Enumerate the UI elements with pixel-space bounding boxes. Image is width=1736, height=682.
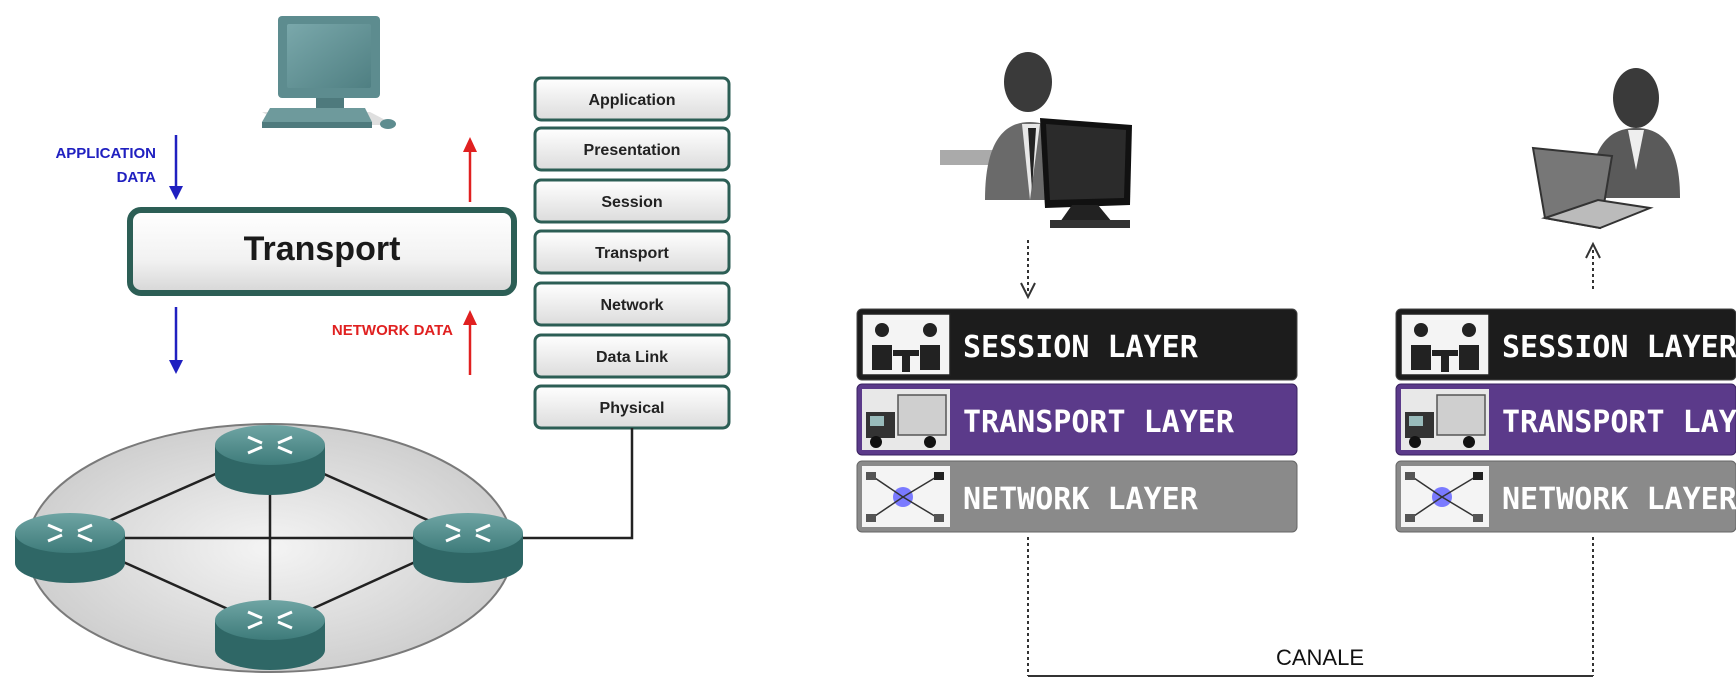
down-arrow-icon: [1020, 282, 1036, 300]
user-with-laptop-icon: [1531, 68, 1680, 230]
right-layer-stack: SESSION LAYER TRANSPORT LAYER NETWORK LA…: [1395, 308, 1736, 533]
network-hub-icon: [862, 466, 950, 527]
router-icon: [215, 600, 325, 670]
left-layer-stack: SESSION LAYER TRANSPORT LAYER NETWORK: [856, 308, 1298, 533]
right-network-label: NETWORK LAYER: [1502, 482, 1736, 517]
left-session-label: SESSION LAYER: [963, 330, 1199, 365]
osi-layer-session: [533, 178, 731, 224]
osi-layer-presentation-label: Presentation: [584, 142, 681, 159]
osi-layer-application: [533, 76, 731, 122]
osi-layer-session-label: Session: [601, 194, 662, 211]
osi-layer-network: [533, 281, 731, 327]
router-icon: [215, 425, 325, 495]
up-arrow-icon: [463, 137, 477, 202]
application-data-label-line1: APPLICATION: [55, 145, 156, 162]
network-data-label: NETWORK DATA: [332, 322, 453, 339]
osi-layer-data-link-label: Data Link: [596, 349, 668, 366]
osi-layer-transport-label: Transport: [595, 245, 669, 262]
up-arrow-icon: [1585, 241, 1601, 259]
channel-label: CANALE: [1276, 645, 1364, 670]
left-network-label: NETWORK LAYER: [963, 482, 1199, 517]
truck-icon: [862, 389, 950, 450]
desktop-computer-icon: [262, 16, 396, 129]
network-hub-icon: [1401, 466, 1489, 527]
left-session-layer: [856, 308, 1298, 381]
osi-layer-stack: Application Presentation Session Transpo…: [533, 76, 731, 430]
application-data-label-line2: DATA: [117, 169, 157, 186]
left-transport-label: TRANSPORT LAYER: [963, 405, 1235, 440]
physical-link-line: [520, 428, 634, 540]
osi-layer-application-label: Application: [588, 92, 675, 109]
right-transport-label: TRANSPORT LAYER: [1502, 405, 1736, 440]
osi-layer-transport: [533, 229, 731, 275]
osi-layer-presentation: [533, 126, 731, 172]
user-with-monitor-icon: [940, 52, 1132, 228]
transport-highlight-box: Transport: [127, 207, 517, 296]
osi-layer-physical-label: Physical: [600, 400, 665, 417]
channel-connector: [1027, 537, 1594, 677]
transport-highlight-label: Transport: [244, 230, 401, 268]
meeting-icon: [861, 313, 951, 376]
truck-icon: [1401, 389, 1489, 450]
down-arrow-icon: [169, 135, 183, 200]
osi-layer-network-label: Network: [600, 297, 663, 314]
router-icon: [15, 513, 125, 583]
left-network-layer: [856, 460, 1298, 533]
meeting-icon: [1400, 313, 1490, 376]
down-arrow-icon: [169, 307, 183, 374]
right-session-label: SESSION LAYER: [1502, 330, 1736, 365]
left-transport-layer: [856, 383, 1298, 456]
network-topology: [15, 423, 523, 673]
up-arrow-icon: [463, 310, 477, 375]
router-icon: [413, 513, 523, 583]
osi-layer-data-link: [533, 333, 731, 379]
